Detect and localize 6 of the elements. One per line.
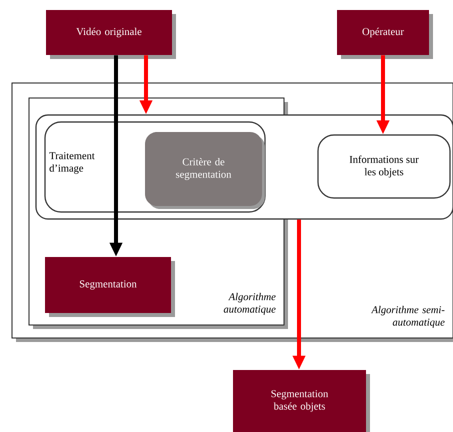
criterion-box: Critère de segmentation (145, 132, 265, 209)
process-box: Segmentation (45, 257, 175, 317)
process-box: Vidéo originale (46, 10, 176, 59)
info-box: Informations sur les objets (317, 134, 451, 199)
process-box: Segmentation basée objets (233, 370, 370, 432)
process-box: Opérateur (337, 10, 433, 59)
